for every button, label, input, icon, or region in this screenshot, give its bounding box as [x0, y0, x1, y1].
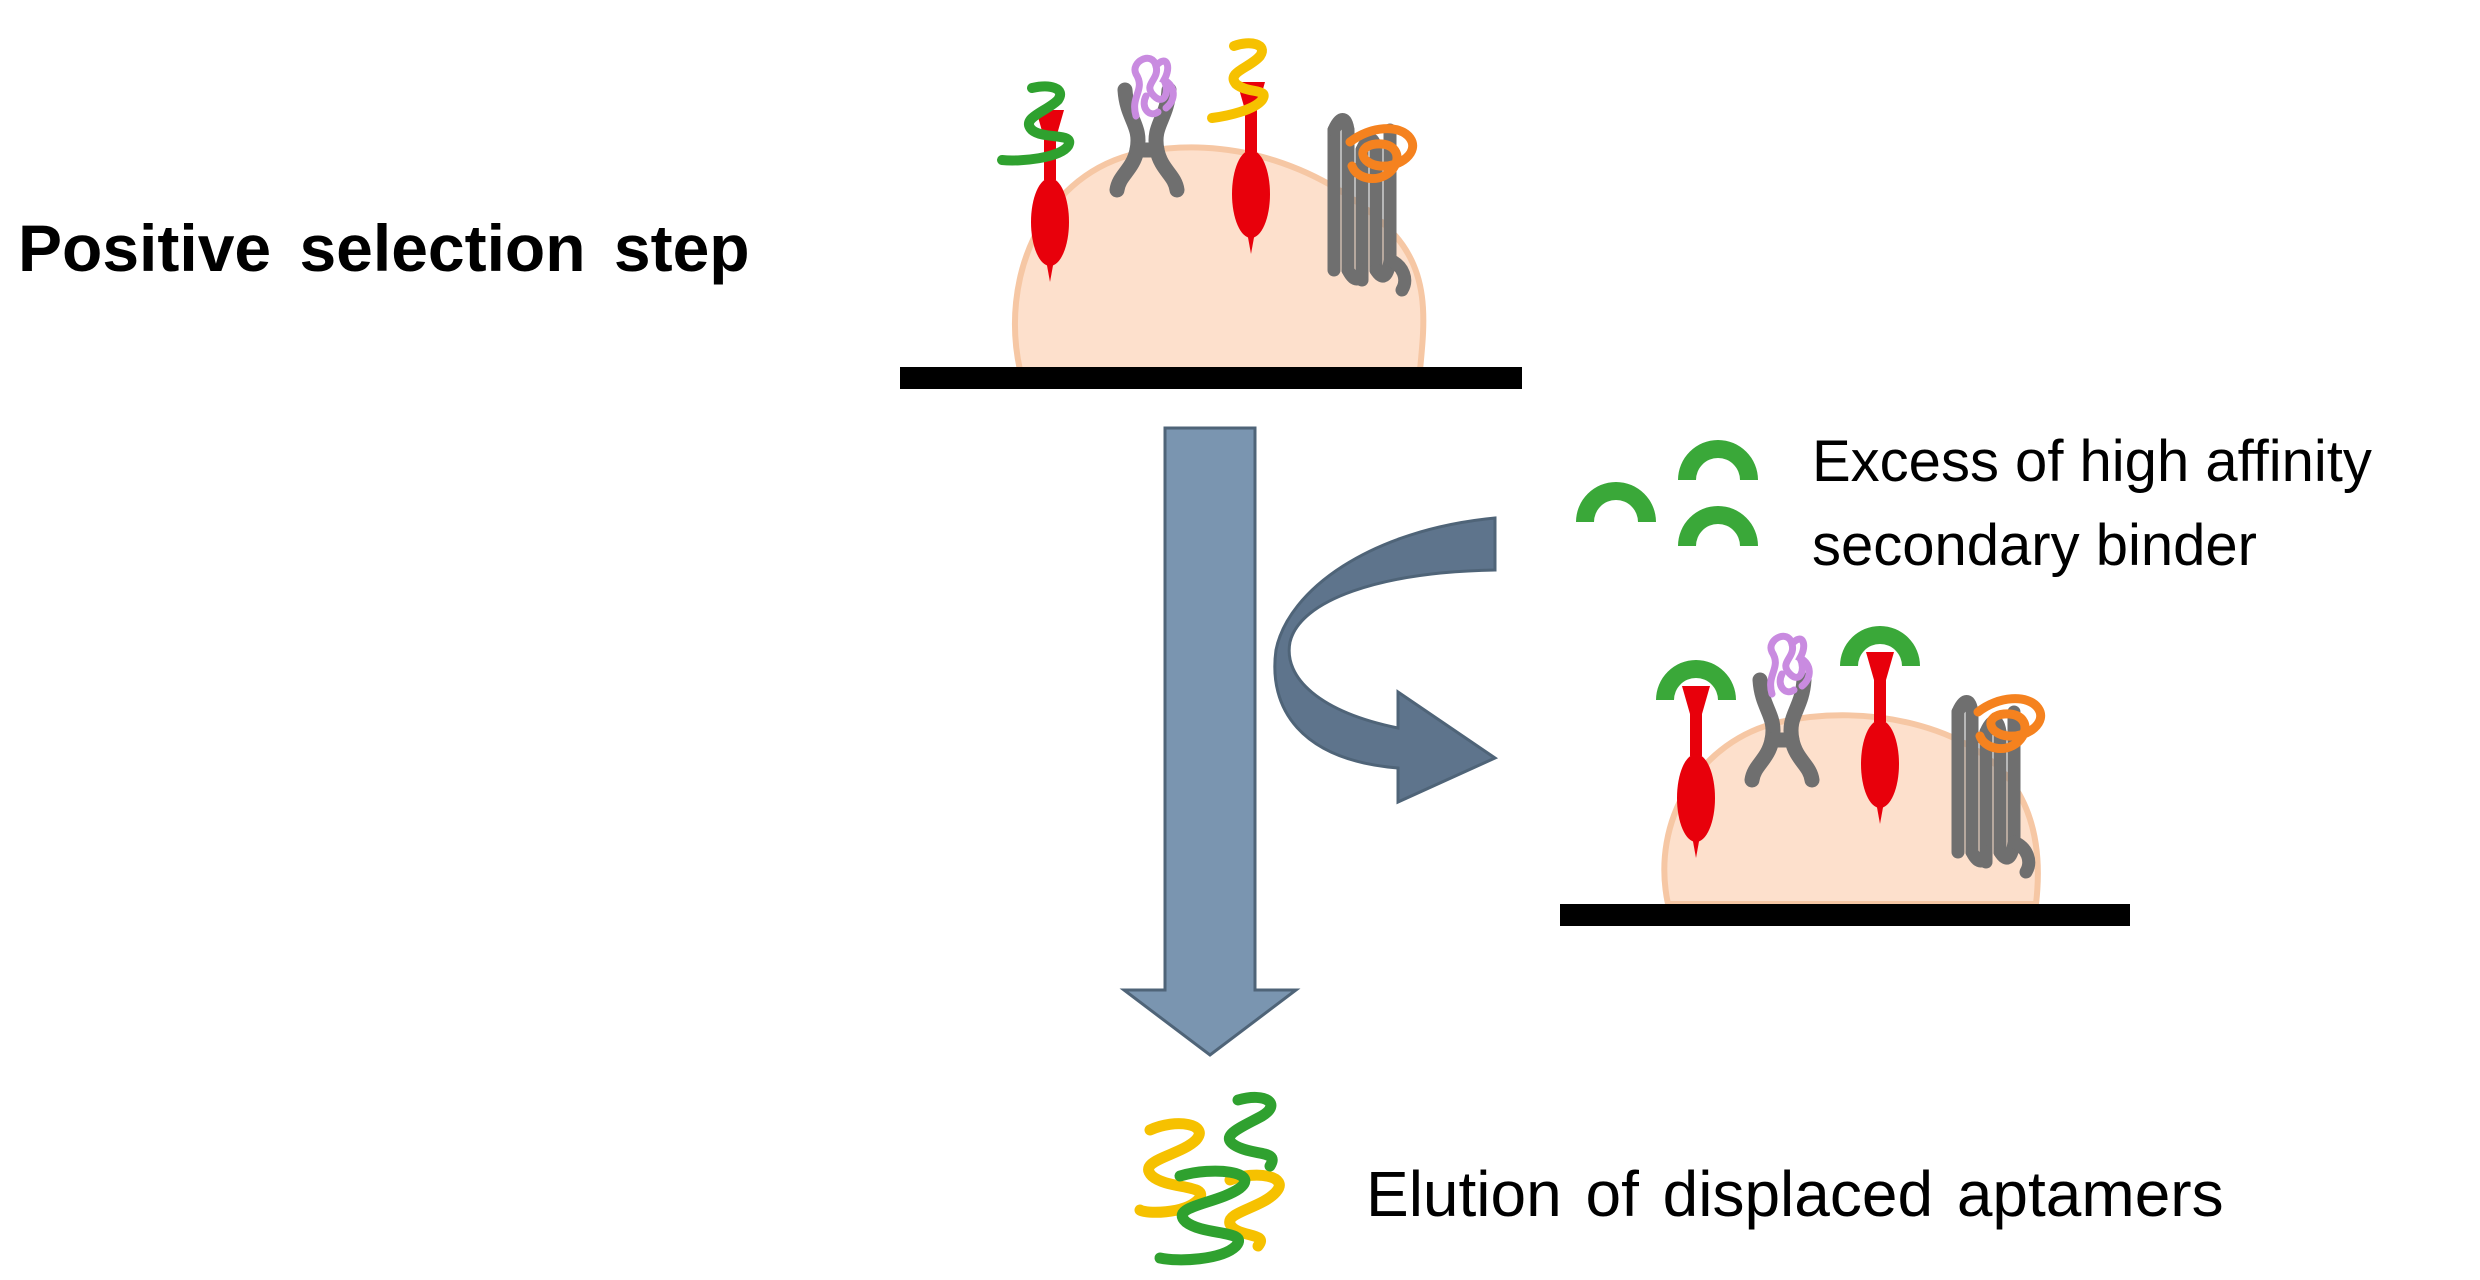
- top-yellow-aptamer: [1207, 38, 1269, 123]
- diagram-title: Positive selection step: [18, 211, 750, 285]
- right-surface-bar: [1560, 904, 2130, 926]
- eluted-yellow-aptamer-2: [1224, 1169, 1285, 1252]
- top-purple-protein: [1135, 58, 1174, 116]
- eluted-aptamers: [1134, 1091, 1285, 1266]
- top-surface-bar: [900, 367, 1522, 389]
- binder-icon-2: [1678, 440, 1758, 480]
- elution-label: Elution of displaced aptamers: [1366, 1158, 2224, 1230]
- right-cell-group: [1560, 626, 2130, 926]
- top-cell: [1011, 144, 1427, 373]
- vertical-arrow: [1119, 426, 1301, 1057]
- eluted-green-aptamer-2: [1154, 1165, 1251, 1266]
- binder-icon-3: [1678, 506, 1758, 546]
- secondary-binder-label: Excess of high affinity secondary binder: [1812, 429, 2372, 578]
- eluted-green-aptamer-1: [1223, 1091, 1278, 1172]
- binder-icon-1: [1576, 482, 1656, 522]
- top-cell-group: [900, 38, 1522, 389]
- curved-arrow: [1273, 516, 1499, 805]
- top-green-aptamer: [997, 81, 1075, 166]
- right-purple-protein: [1771, 636, 1810, 694]
- excess-binder-group: [1576, 440, 1758, 546]
